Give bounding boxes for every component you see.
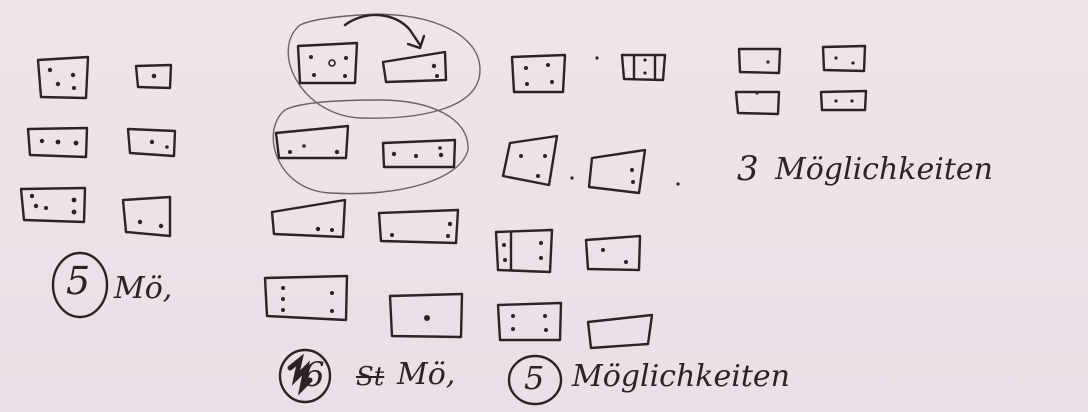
block-sketch — [123, 197, 170, 236]
block-sketch — [588, 315, 652, 348]
block-sketch — [503, 136, 557, 185]
block-sketch — [512, 55, 565, 92]
group-1-sketches — [21, 57, 175, 236]
block-sketch — [383, 52, 446, 82]
block-sketch — [383, 140, 455, 167]
group-1-label: Mö, — [114, 274, 172, 304]
group-1-count: 5 — [66, 262, 90, 300]
block-sketch — [265, 276, 347, 320]
block-sketch — [823, 46, 865, 71]
block-sketch — [586, 236, 640, 270]
group-3-sketches — [496, 55, 680, 348]
arrow-icon — [345, 15, 420, 45]
group-4-count: 3 — [737, 152, 759, 186]
block-sketch — [21, 188, 85, 222]
group-2-sketches — [265, 14, 480, 337]
block-sketch — [498, 303, 561, 340]
group-3-count: 5 — [524, 362, 544, 394]
block-sketch — [38, 57, 88, 98]
group-3-label: Möglichkeiten — [572, 362, 790, 392]
block-sketch — [390, 294, 462, 337]
group-2-count: 6 — [303, 358, 325, 392]
block-sketch — [136, 65, 171, 88]
block-sketch — [821, 91, 866, 110]
block-sketch — [272, 200, 345, 237]
block-sketch — [739, 49, 780, 73]
block-sketch — [379, 210, 458, 243]
group-2-label: Mö, — [397, 360, 455, 390]
group-2-struck-label: St — [356, 364, 384, 390]
block-sketch — [128, 129, 175, 156]
block-sketch — [276, 126, 348, 158]
block-sketch — [28, 128, 87, 157]
block-sketch — [496, 230, 552, 272]
group-4-sketches — [736, 46, 866, 114]
block-sketch — [736, 91, 779, 114]
block-sketch — [298, 43, 357, 83]
block-sketch — [622, 55, 665, 80]
group-4-label: Möglichkeiten — [775, 155, 993, 185]
block-sketch — [589, 150, 645, 193]
